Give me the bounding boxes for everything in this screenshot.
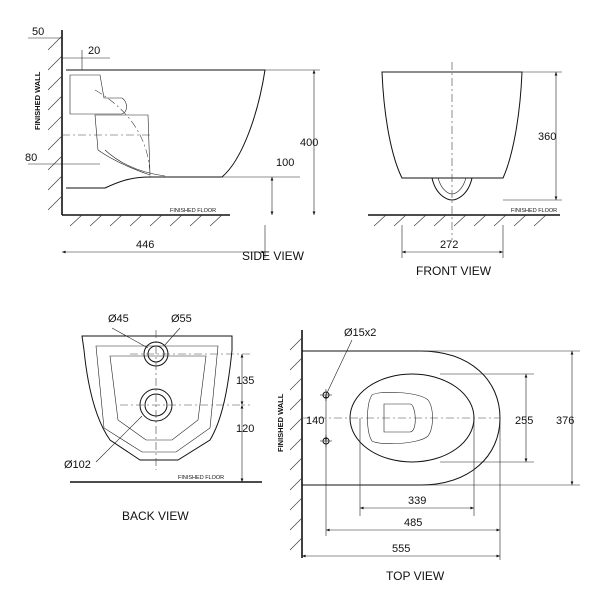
front-view-title: FRONT VIEW: [416, 264, 492, 278]
side-bowl-outline: [66, 69, 266, 189]
side-floor-hatch: [69, 214, 223, 227]
side-floor-label: FINISHED FLOOR: [170, 208, 216, 214]
side-outlet-curve: [104, 149, 166, 177]
dim-135-label: 135: [236, 375, 254, 387]
front-floor-hatch: [373, 214, 547, 227]
phi55-label: Ø55: [171, 313, 192, 325]
phi15-leader: [325, 339, 353, 396]
front-floor-label: FINISHED FLOOR: [511, 208, 557, 214]
side-view-title: SIDE VIEW: [242, 249, 305, 263]
back-inner-contour: [109, 355, 207, 441]
phi102-label: Ø102: [64, 459, 91, 471]
back-outline: [81, 335, 233, 461]
top-view: 140 Ø15x2 255 376 339 485 555 FINISHED W…: [276, 327, 580, 583]
phi55-leader: [163, 327, 181, 347]
side-wall-label: FINISHED WALL: [33, 71, 42, 130]
back-floor-label: FINISHED FLOOR: [178, 475, 224, 481]
phi15-label: Ø15x2: [344, 327, 376, 339]
dim-360-label: 360: [538, 131, 556, 143]
phi45-leader: [111, 327, 149, 349]
back-inner-outline: [95, 345, 219, 453]
dim-50-label: 50: [32, 26, 44, 38]
dim-272-label: 272: [440, 239, 458, 251]
dim-446-label: 446: [136, 239, 154, 251]
top-bowl-inner: [367, 391, 433, 445]
back-view: 135 120 Ø45 Ø55 Ø102 FINISHED FLOOR BACK…: [64, 313, 262, 523]
side-wall-hatch: [47, 35, 63, 211]
front-bowl-outline: [381, 71, 523, 179]
dim-339-label: 339: [408, 495, 426, 507]
dim-255-label: 255: [515, 415, 533, 427]
phi45-label: Ø45: [108, 313, 129, 325]
side-trap-shape: [94, 114, 151, 176]
dim-120-label: 120: [236, 423, 254, 435]
dim-400-label: 400: [300, 137, 318, 149]
dim-376-label: 376: [556, 415, 574, 427]
side-view: 50 20 80 400 100 446 FINISHED WALL FINIS…: [25, 26, 320, 263]
dim-100-label: 100: [276, 157, 294, 169]
dim-485-label: 485: [404, 517, 422, 529]
front-view: 360 272 FINISHED FLOOR FRONT VIEW: [368, 62, 562, 278]
top-bowl-well: [383, 403, 416, 433]
top-view-title: TOP VIEW: [386, 569, 445, 583]
dim-140-label: 140: [306, 415, 324, 427]
dim-20-label: 20: [88, 45, 100, 57]
top-wall-label: FINISHED WALL: [276, 393, 285, 452]
front-base-curve: [431, 177, 473, 201]
phi102-leader: [95, 415, 143, 463]
side-centerline: [94, 89, 151, 179]
side-inlet-shape: [69, 74, 127, 115]
dim-555-label: 555: [392, 543, 410, 555]
dim-80-label: 80: [25, 152, 37, 164]
top-wall-hatch: [289, 337, 303, 551]
back-view-title: BACK VIEW: [122, 509, 189, 523]
